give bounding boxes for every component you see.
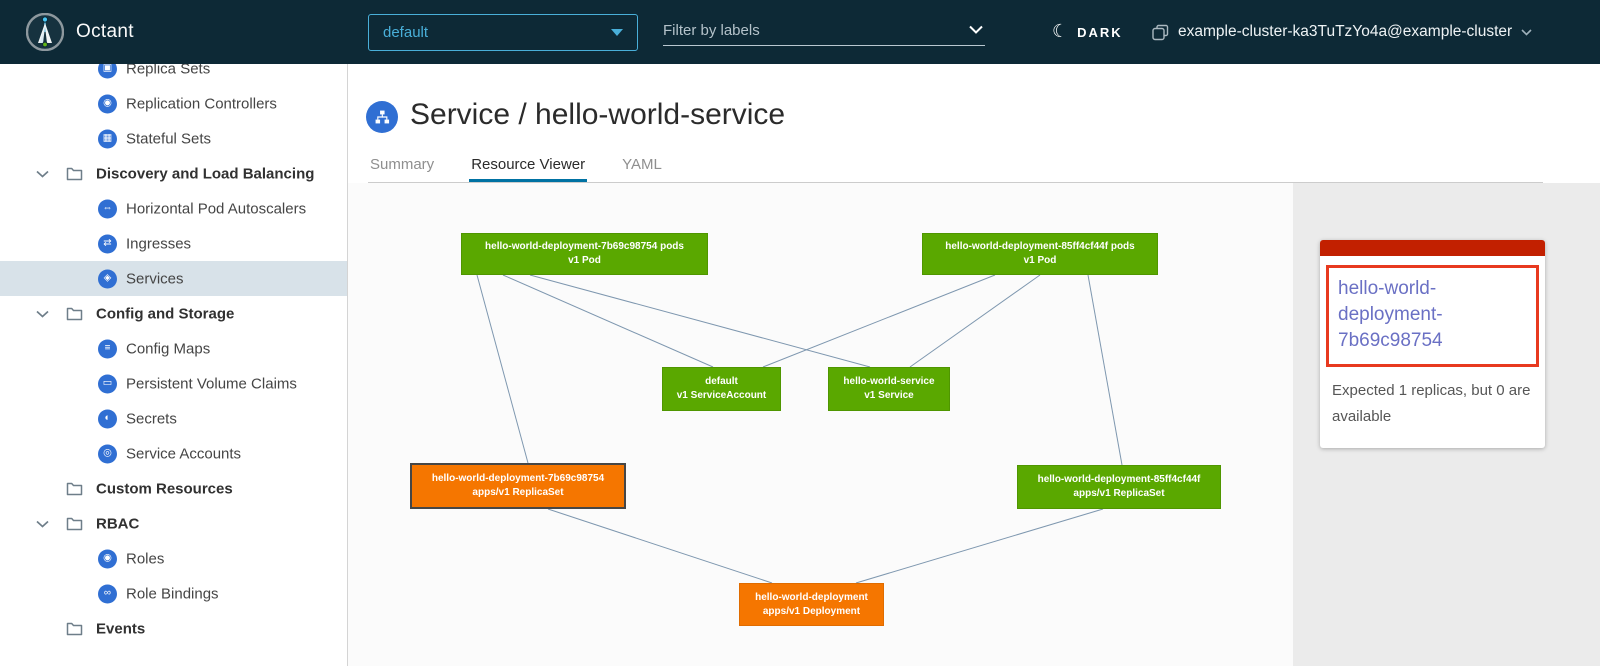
sidebar-item-replica-sets[interactable]: ▣ Replica Sets [0,64,347,86]
tab-resource-viewer[interactable]: Resource Viewer [469,152,588,182]
selected-node-link[interactable]: hello-world-deployment-7b69c98754 [1338,278,1443,351]
label-filter-input[interactable] [663,16,958,44]
sidebar-group-config-and-storage[interactable]: Config and Storage [0,296,347,331]
graph-node-serviceaccount-default[interactable]: default v1 ServiceAccount [662,367,781,411]
secrets-icon: ◐ [98,409,117,428]
stateful-sets-icon: ▦ [98,129,117,148]
chevron-down-icon[interactable] [36,310,49,318]
cluster-context-switcher[interactable]: example-cluster-ka3TuTzYo4a@example-clus… [1152,0,1532,64]
cluster-context-label: example-cluster-ka3TuTzYo4a@example-clus… [1178,23,1513,40]
graph-node-pod-7b69c98754[interactable]: hello-world-deployment-7b69c98754 pods v… [461,233,708,275]
sidebar-item-persistent-volume-claims[interactable]: ▭ Persistent Volume Claims [0,366,347,401]
sidebar-group-events[interactable]: Events [0,611,347,646]
tab-bar: Summary Resource Viewer YAML [368,152,664,182]
app-header: Octant default ☾ DARK example-cluster-ka… [0,0,1600,64]
horizontal-pod-autoscalers-icon: ⇔ [98,199,117,218]
tabs-divider [368,182,1543,183]
node-detail-panel: hello-world-deployment-7b69c98754 Expect… [1293,183,1600,666]
tab-summary[interactable]: Summary [370,156,435,173]
graph-node-deployment-hello-world-deployment[interactable]: hello-world-deployment apps/v1 Deploymen… [739,583,884,626]
service-resource-icon [366,101,398,133]
caret-down-icon [611,29,623,36]
page-title: Service / hello-world-service [410,98,786,131]
sidebar-item-stateful-sets[interactable]: ▦ Stateful Sets [0,121,347,156]
persistent-volume-claims-icon: ▭ [98,374,117,393]
brand: Octant [26,13,134,51]
chevron-down-icon [1521,28,1532,36]
octant-logo-icon [26,13,64,51]
app-title: Octant [76,21,134,42]
selected-node-title-box: hello-world-deployment-7b69c98754 [1326,265,1539,367]
sidebar-item-secrets[interactable]: ◐ Secrets [0,401,347,436]
sidebar-item-ingresses[interactable]: ⇄ Ingresses [0,226,347,261]
chevron-down-icon[interactable] [969,25,983,34]
cluster-icon [1152,24,1169,40]
replica-sets-icon: ▣ [98,64,117,78]
folder-icon [66,622,83,636]
moon-icon: ☾ [1052,21,1069,41]
graph-edges [476,274,1123,584]
graph-node-service-hello-world-service[interactable]: hello-world-service v1 Service [828,367,950,411]
sidebar-group-discovery-and-load-balancing[interactable]: Discovery and Load Balancing [0,156,347,191]
services-icon: ◈ [98,269,117,288]
graph-node-replicaset-7b69c98754[interactable]: hello-world-deployment-7b69c98754 apps/v… [410,463,626,509]
config-maps-icon: ≡ [98,339,117,358]
label-filter-field [663,16,985,46]
sidebar-group-rbac[interactable]: RBAC [0,506,347,541]
sidebar-nav: ▣ Replica Sets ◉ Replication Controllers… [0,64,348,666]
graph-node-replicaset-85ff4cf44f[interactable]: hello-world-deployment-85ff4cf44f apps/v… [1017,465,1221,509]
replication-controllers-icon: ◉ [98,94,117,113]
status-bar-error [1320,240,1545,256]
graph-node-pod-85ff4cf44f[interactable]: hello-world-deployment-85ff4cf44f pods v… [922,233,1158,275]
sidebar-item-service-accounts[interactable]: ◎ Service Accounts [0,436,347,471]
folder-icon [66,307,83,321]
folder-icon [66,482,83,496]
sidebar-group-custom-resources[interactable]: Custom Resources [0,471,347,506]
dark-mode-toggle[interactable]: ☾ DARK [1052,0,1123,64]
role-bindings-icon: ∞ [98,584,117,603]
namespace-select-value: default [383,24,429,41]
ingresses-icon: ⇄ [98,234,117,253]
sidebar-item-horizontal-pod-autoscalers[interactable]: ⇔ Horizontal Pod Autoscalers [0,191,347,226]
sidebar-item-role-bindings[interactable]: ∞ Role Bindings [0,576,347,611]
chevron-down-icon[interactable] [36,520,49,528]
folder-icon [66,167,83,181]
sidebar-item-roles[interactable]: ◉ Roles [0,541,347,576]
sidebar-item-config-maps[interactable]: ≡ Config Maps [0,331,347,366]
sidebar-item-replication-controllers[interactable]: ◉ Replication Controllers [0,86,347,121]
namespace-select[interactable]: default [368,14,638,51]
chevron-down-icon[interactable] [36,170,49,178]
node-detail-card: hello-world-deployment-7b69c98754 Expect… [1320,240,1545,448]
replica-warning-message: Expected 1 replicas, but 0 are available [1332,382,1531,425]
sidebar-item-services[interactable]: ◈ Services [0,261,347,296]
tab-yaml[interactable]: YAML [622,156,662,173]
folder-icon [66,517,83,531]
roles-icon: ◉ [98,549,117,568]
service-accounts-icon: ◎ [98,444,117,463]
dark-mode-label: DARK [1077,24,1123,40]
